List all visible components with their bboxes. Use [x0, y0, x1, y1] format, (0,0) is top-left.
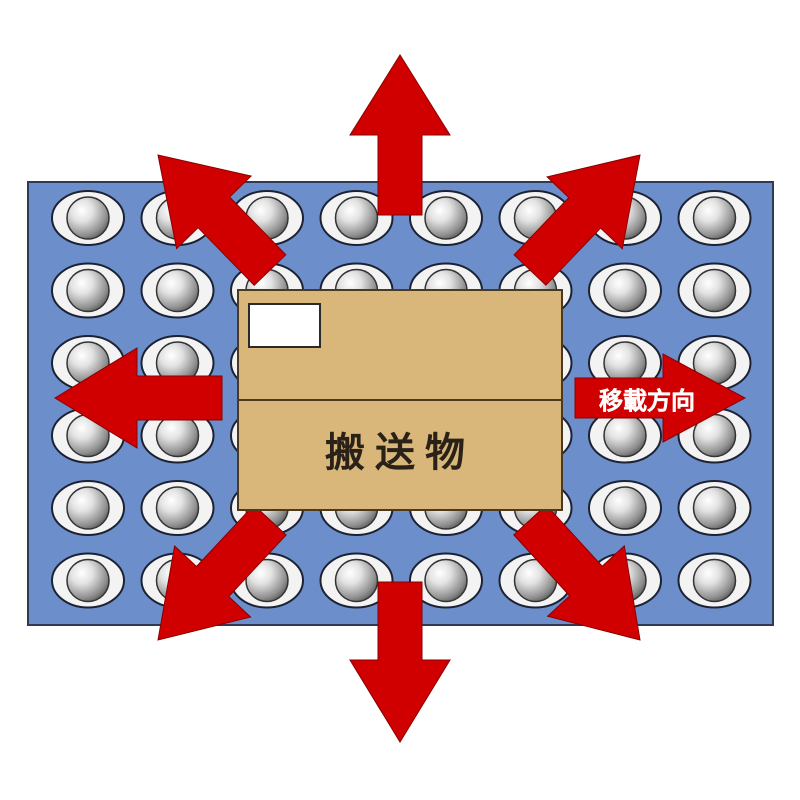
transfer-ball [155, 486, 200, 530]
transfer-ball [66, 486, 110, 530]
arrow-up-right [513, 154, 641, 286]
arrow-up-left [157, 154, 287, 287]
arrow-group [54, 54, 747, 743]
transfer-ball [424, 558, 468, 603]
transfer-ball [334, 196, 379, 240]
transfer-ball [66, 558, 110, 603]
transfer-ball [692, 196, 737, 240]
transfer-ball [155, 268, 200, 313]
transfer-ball [424, 196, 468, 240]
package-label: 搬送物 [325, 430, 475, 476]
arrow-down-right [513, 504, 641, 641]
transfer-direction-label: 移載方向 [599, 387, 695, 415]
transfer-ball [155, 413, 200, 458]
transfer-ball [245, 558, 289, 603]
transfer-ball [603, 413, 647, 458]
arrow-right [574, 353, 747, 443]
transfer-ball [692, 268, 737, 313]
arrow-up [349, 54, 451, 216]
package-label-sticker [248, 303, 321, 348]
transfer-ball [66, 196, 110, 240]
transfer-ball [334, 558, 379, 603]
transfer-ball [66, 268, 110, 313]
arrow-left [54, 347, 223, 449]
transfer-ball [603, 268, 647, 313]
transfer-ball [692, 486, 737, 530]
arrow-down [349, 581, 451, 743]
arrow-down-left [157, 504, 287, 641]
transfer-ball [603, 486, 647, 530]
transfer-ball [692, 558, 737, 603]
package-box: 搬送物 [237, 289, 563, 511]
